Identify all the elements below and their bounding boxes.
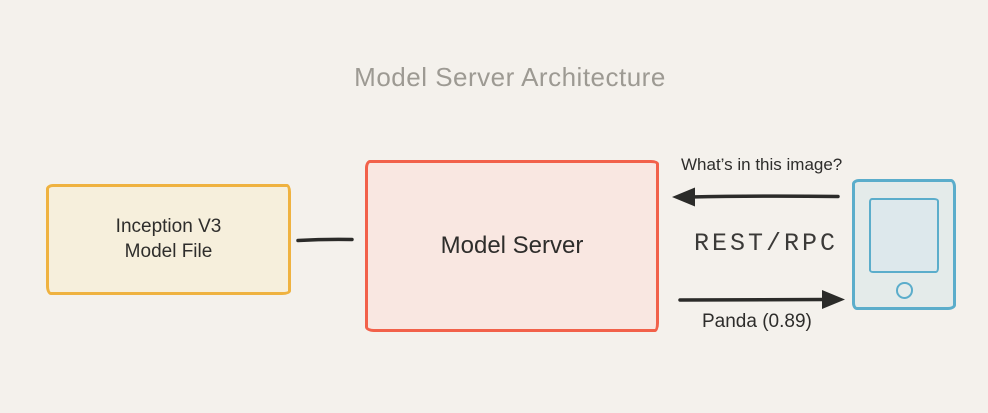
device-home-button	[896, 282, 913, 299]
model-file-label-line2: Model File	[124, 240, 213, 262]
response-edge-label: Panda (0.89)	[702, 311, 812, 332]
model-server-node: Model Server	[365, 160, 659, 332]
protocol-edge-label: REST/RPC	[694, 229, 839, 258]
model-file-node: Inception V3 Model File	[46, 184, 291, 295]
model-server-label: Model Server	[440, 232, 584, 259]
request-arrow	[672, 187, 840, 207]
diagram-title: Model Server Architecture	[354, 62, 666, 92]
device-screen	[869, 198, 939, 273]
response-arrow	[678, 290, 845, 309]
model-file-label-line1: Inception V3	[115, 215, 222, 237]
model-file-connector	[296, 237, 354, 243]
request-edge-label: What’s in this image?	[681, 155, 843, 174]
tablet-device-icon	[852, 179, 956, 310]
